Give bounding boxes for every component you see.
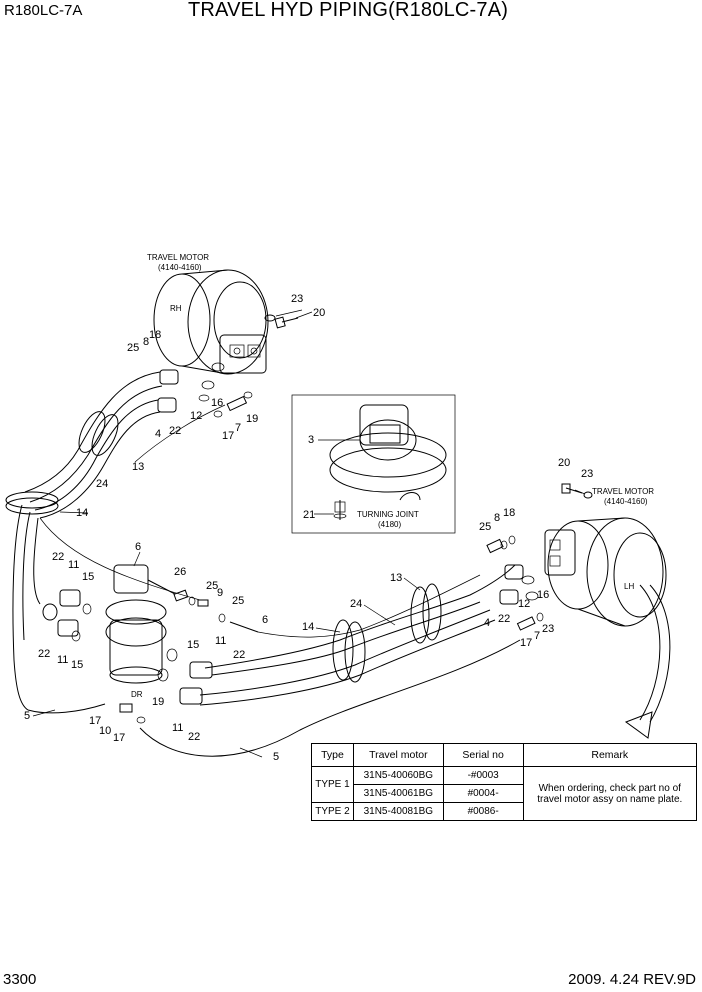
part-number: 8 (143, 336, 149, 348)
turning-joint-label-2: (4180) (378, 520, 401, 529)
part-number: 12 (190, 410, 202, 422)
part-number: 25 (206, 580, 218, 592)
rh-motor-label-1: TRAVEL MOTOR (147, 253, 209, 262)
part-number: 26 (174, 566, 186, 578)
part-number: 19 (152, 696, 164, 708)
lh-hose-bundle (199, 564, 516, 706)
part-number: 5 (273, 751, 279, 763)
turning-joint-label-1: TURNING JOINT (357, 510, 419, 519)
rh-motor-label-2: (4140-4160) (158, 263, 202, 272)
serial-cell: #0086- (442, 802, 524, 821)
part-number: 25 (127, 342, 139, 354)
part-number: 23 (581, 468, 593, 480)
lh-mark: LH (624, 582, 634, 591)
remark-cell: When ordering, check part no of travel m… (522, 766, 698, 821)
part-number: 10 (99, 725, 111, 737)
part-number: 3 (308, 434, 314, 446)
rh-travel-motor (153, 269, 269, 375)
serial-cell: -#0003 (442, 766, 524, 785)
part-number: 6 (262, 614, 268, 626)
lh-motor-label-2: (4140-4160) (604, 497, 648, 506)
part-number: 22 (233, 649, 245, 661)
part-number: 22 (498, 613, 510, 625)
part-number: 22 (169, 425, 181, 437)
remark-line: travel motor assy on name plate. (537, 793, 683, 805)
travel-motor-table: Type Travel motor Serial no Remark TYPE … (311, 743, 698, 821)
part-number: 11 (215, 635, 226, 647)
dr-mark: DR (131, 690, 143, 699)
turning-joint-box (291, 394, 456, 534)
part-number: 15 (187, 639, 199, 651)
part-number: 4 (155, 428, 161, 440)
part-number: 19 (246, 413, 258, 425)
part-number: 15 (71, 659, 83, 671)
part-number: 15 (82, 571, 94, 583)
column-header: Remark (522, 743, 698, 767)
part-number: 9 (217, 587, 223, 599)
part-number: 12 (518, 598, 530, 610)
part-number: 20 (558, 457, 570, 469)
part-number: 14 (302, 621, 314, 633)
part-number: 13 (132, 461, 144, 473)
part-number: 11 (68, 559, 79, 571)
part-number: 23 (291, 293, 303, 305)
part-number: 11 (172, 722, 183, 734)
part-number-labels: 23 20 25 8 18 16 12 19 17 7 4 22 13 24 1… (24, 293, 593, 763)
page-number: 3300 (3, 971, 37, 988)
rh-hose-bundle (24, 371, 226, 519)
table-row: TYPE 1 31N5-40060BG -#0003 When ordering… (311, 766, 698, 821)
part-number: 6 (135, 541, 141, 553)
type-cell: TYPE 1 (311, 766, 354, 803)
lh-motor-label-1: TRAVEL MOTOR (592, 487, 654, 496)
part-number: 8 (494, 512, 500, 524)
turning-joint (329, 404, 447, 520)
part-number: 22 (188, 731, 200, 743)
part-number: 25 (232, 595, 244, 607)
part-number: 4 (484, 617, 490, 629)
part-number: 17 (113, 732, 125, 744)
part-number: 24 (350, 598, 362, 610)
remark-line: When ordering, check part no of (538, 782, 681, 794)
part-number: 18 (149, 329, 161, 341)
part-number: 17 (89, 715, 101, 727)
part-number: 22 (52, 551, 64, 563)
part-number: 17 (520, 637, 532, 649)
motor-cell: 31N5-40081BG (352, 802, 444, 821)
part-number: 18 (503, 507, 515, 519)
part-number: 11 (57, 654, 68, 666)
motor-cell: 31N5-40061BG (352, 784, 444, 803)
part-number: 7 (235, 422, 241, 434)
table-header-row: Type Travel motor Serial no Remark (311, 743, 698, 767)
part-number: 24 (96, 478, 108, 490)
lh-travel-motor (544, 517, 667, 627)
part-number: 5 (24, 710, 30, 722)
rh-mark: RH (170, 304, 182, 313)
part-number: 25 (479, 521, 491, 533)
part-number: 22 (38, 648, 50, 660)
part-number: 20 (313, 307, 325, 319)
part-number: 17 (222, 430, 234, 442)
column-header: Type (311, 743, 354, 767)
part-number: 13 (390, 572, 402, 584)
serial-cell: #0004- (442, 784, 524, 803)
leader-lines (32, 309, 586, 758)
part-number: 23 (542, 623, 554, 635)
part-number: 16 (537, 589, 549, 601)
model-code: R180LC-7A (4, 2, 83, 19)
column-header: Travel motor (352, 743, 444, 767)
center-swivel (105, 564, 167, 684)
page-title: TRAVEL HYD PIPING(R180LC-7A) (188, 0, 509, 21)
column-header: Serial no (442, 743, 524, 767)
motor-cell: 31N5-40060BG (352, 766, 444, 785)
part-number: 7 (534, 630, 540, 642)
type-cell: TYPE 2 (311, 802, 354, 821)
table-row: TYPE 2 31N5-40081BG #0086- (311, 802, 697, 821)
part-number: 16 (211, 397, 223, 409)
revision-date: 2009. 4.24 REV.9D (568, 971, 696, 988)
part-number: 21 (303, 509, 315, 521)
